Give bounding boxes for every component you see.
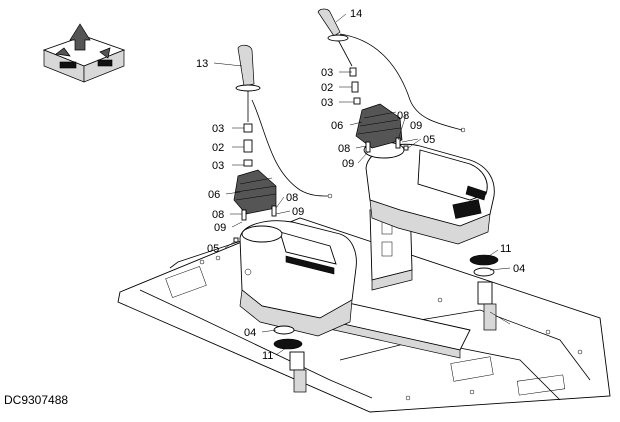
orientation-icon xyxy=(42,23,126,83)
left-boot xyxy=(233,169,277,215)
callout-03: 03 xyxy=(212,123,224,135)
callout-13: 13 xyxy=(196,58,208,70)
callouts: 14 13 03 02 03 06 08 09 05 08 09 03 02 0… xyxy=(196,8,525,362)
drawing-code: DC9307488 xyxy=(4,393,68,407)
right-pedal-valve xyxy=(469,254,511,331)
callout-06: 06 xyxy=(208,189,220,201)
left-joystick xyxy=(235,44,333,199)
callout-04: 04 xyxy=(513,263,525,275)
callout-08: 08 xyxy=(338,143,350,155)
callout-02: 02 xyxy=(212,142,224,154)
callout-09: 09 xyxy=(214,222,226,234)
right-console xyxy=(363,141,495,245)
callout-05: 05 xyxy=(423,134,435,146)
right-boot xyxy=(355,103,403,149)
callout-08: 08 xyxy=(286,192,298,204)
callout-03: 03 xyxy=(212,160,224,172)
leader-lines xyxy=(213,13,511,356)
callout-02: 02 xyxy=(321,82,333,94)
callout-11: 11 xyxy=(262,350,273,362)
callout-04: 04 xyxy=(244,327,256,339)
callout-09: 09 xyxy=(342,158,354,170)
fastener-right-08-09 xyxy=(365,137,409,153)
callout-09: 09 xyxy=(410,120,422,132)
callout-03: 03 xyxy=(321,97,333,109)
left-console xyxy=(239,220,357,337)
left-pedal-valve xyxy=(273,325,307,393)
callout-03: 03 xyxy=(321,67,333,79)
callout-11: 11 xyxy=(500,243,511,255)
callout-09: 09 xyxy=(292,206,304,218)
callout-14: 14 xyxy=(350,8,362,20)
callout-08: 08 xyxy=(212,209,224,221)
callout-08: 08 xyxy=(397,110,409,122)
fastener-left-08-09 xyxy=(233,205,277,243)
callout-06: 06 xyxy=(331,120,343,132)
callout-05: 05 xyxy=(207,243,219,255)
